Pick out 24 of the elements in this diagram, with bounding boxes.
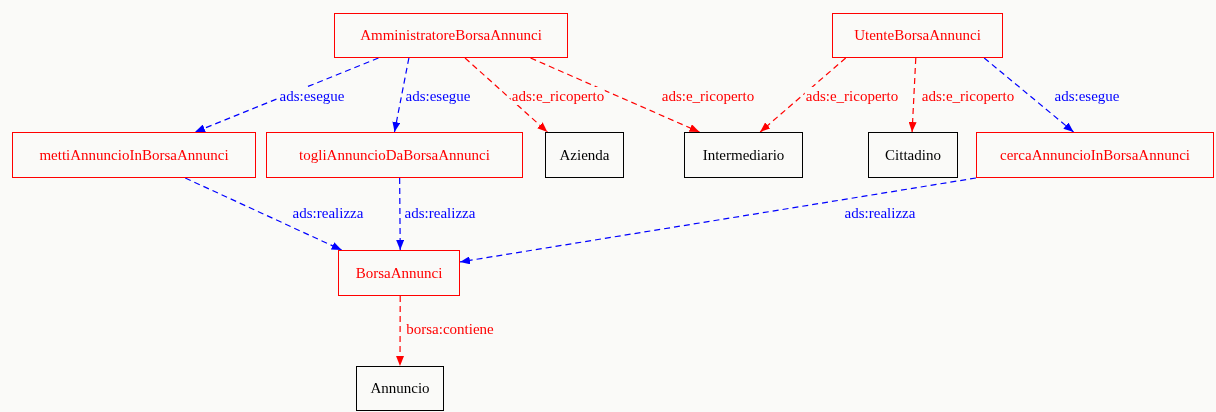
- dashed-arrow: [983, 57, 1075, 133]
- edge-label: ads:esegue: [278, 87, 346, 105]
- dashed-arrow: [392, 57, 410, 133]
- edge-label: ads:e_ricoperto: [804, 87, 900, 105]
- dashed-arrow: [184, 177, 343, 251]
- dashed-arrow: [459, 177, 977, 265]
- dashed-arrow: [396, 295, 405, 367]
- dashed-arrow: [759, 57, 847, 133]
- entity-box: Azienda: [545, 132, 624, 178]
- dashed-arrow: [396, 177, 405, 251]
- class-box: AmministratoreBorsaAnnunci: [334, 13, 568, 58]
- dashed-arrow: [464, 57, 548, 133]
- entity-box: Annuncio: [356, 366, 444, 411]
- dashed-arrow: [194, 57, 380, 133]
- class-box: UtenteBorsaAnnunci: [832, 13, 1003, 58]
- class-box: togliAnnuncioDaBorsaAnnunci: [266, 132, 523, 178]
- dashed-arrow: [529, 57, 701, 133]
- class-box: cercaAnnuncioInBorsaAnnunci: [976, 132, 1214, 178]
- edge-label: ads:e_ricoperto: [510, 87, 606, 105]
- class-box: BorsaAnnunci: [338, 250, 460, 296]
- entity-box: Cittadino: [868, 132, 958, 178]
- dashed-arrow: [908, 57, 917, 133]
- class-box: mettiAnnuncioInBorsaAnnunci: [12, 132, 256, 178]
- entity-box: Intermediario: [684, 132, 803, 178]
